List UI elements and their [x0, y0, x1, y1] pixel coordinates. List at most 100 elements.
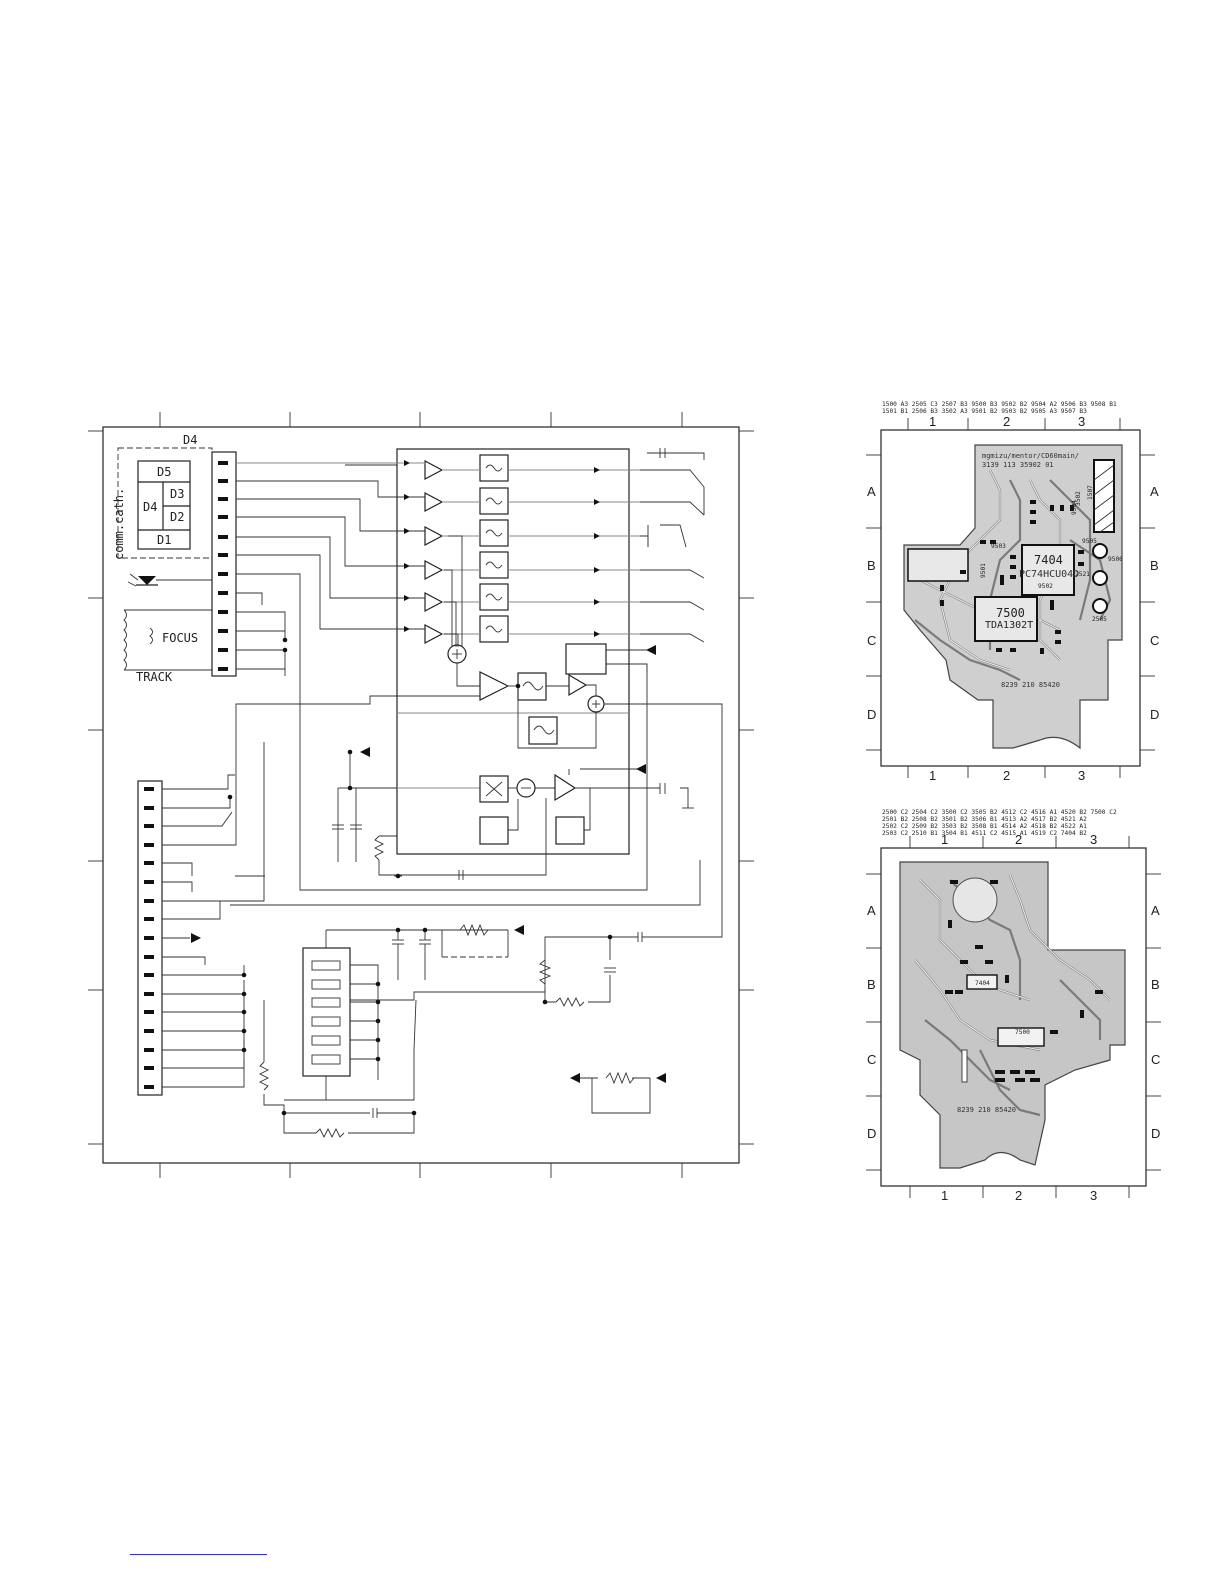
pcb-top-row-a-right: A: [1150, 484, 1159, 499]
track-label: TRACK: [136, 670, 173, 684]
pcb-top-comp-9503: 9503: [991, 543, 1006, 550]
pcb-top-frame: [880, 429, 1141, 767]
pcb-top-ic1: [1021, 544, 1075, 596]
pcb-bottom-pads: [945, 880, 1103, 1082]
pcb-top-row-c: C: [867, 633, 876, 648]
pcb-bottom-col-2: 2: [1015, 832, 1022, 847]
pcb-bottom-slot: [961, 1049, 968, 1083]
pcb-top-ic2-part: TDA1302T: [985, 620, 1033, 631]
bottom-underline: [130, 1554, 267, 1555]
pcb-bottom-col-1-bottom: 1: [941, 1188, 948, 1203]
pcb-bottom-hole: [952, 877, 998, 923]
pcb-top-part-number: 3139 113 35902 01: [982, 461, 1054, 469]
pcb-top-col-3-bottom: 3: [1078, 768, 1085, 783]
pcb-top-conn-ref: 1507: [1087, 485, 1094, 500]
pcb-bottom-col-1: 1: [941, 832, 948, 847]
pcb-top-comp-3502: 3502: [1075, 491, 1082, 506]
schematic-frame: [102, 426, 740, 1164]
pcb-bottom-ref-line1: 2500 C2 2504 C2 3500 C2 3505 B2 4512 C2 …: [882, 809, 1117, 816]
pcb-bottom-ticks: [866, 836, 1161, 1198]
laser-diode-icon: [138, 576, 156, 585]
frame-ticks: [88, 412, 754, 1178]
pcb-top-bottom-code: 8239 210 85420: [1001, 681, 1060, 689]
pcb-bottom-ic1: [966, 974, 998, 990]
diode-array: [137, 460, 191, 550]
pcb-top-col-1: 1: [929, 414, 936, 429]
pcb-top-row-d-right: D: [1150, 707, 1159, 722]
focus-label: FOCUS: [162, 631, 198, 645]
pcb-bottom-ref-line4: 2503 C2 2510 B1 3504 B1 4511 C2 4515 A1 …: [882, 830, 1087, 837]
pcb-top-row-a: A: [867, 484, 876, 499]
pcb-bottom-row-d-right: D: [1151, 1126, 1160, 1141]
input-amplifiers: [424, 460, 444, 644]
diode-d1: D1: [157, 533, 171, 547]
pcb-bottom-row-b: B: [867, 977, 876, 992]
focus-coil-icon: [149, 627, 153, 645]
pcb-top-comp-2505: 2505: [1092, 616, 1107, 623]
pcb-bottom-row-d: D: [867, 1126, 876, 1141]
pcb-bottom-ref-line3: 2502 C2 2509 B2 3503 B2 3508 B1 4514 A2 …: [882, 823, 1087, 830]
pcb-bottom-ic1-ref: 7404: [975, 980, 990, 987]
pcb-top-col-3: 3: [1078, 414, 1085, 429]
diode-d5: D5: [157, 465, 171, 479]
pcb-bottom-board: [899, 861, 1126, 1169]
pcb-top-ref-line1: 1500 A3 2505 C3 2507 B3 9500 B3 9502 B2 …: [882, 401, 1117, 408]
pcb-top-comp-9501: 9501: [980, 563, 987, 578]
pcb-bottom-row-b-right: B: [1151, 977, 1160, 992]
pcb-top-col-1-bottom: 1: [929, 768, 936, 783]
pcb-top-col-2: 2: [1003, 414, 1010, 429]
arrow-markers: [191, 460, 666, 1083]
pcb-bottom-col-3-bottom: 3: [1090, 1188, 1097, 1203]
diode-d3: D3: [170, 487, 184, 501]
pcb-bottom-row-a-right: A: [1151, 903, 1160, 918]
pcb-top-pads: [940, 500, 1084, 654]
wiring: [162, 448, 723, 1139]
comm-cathode-label: comm.cath.: [112, 488, 126, 560]
pcb-bottom-view: 2500 C2 2504 C2 3500 C2 3505 B2 4512 C2 …: [866, 809, 1161, 1203]
pcb-top-comp-9504: 9504: [1071, 500, 1078, 515]
pcb-top-row-b-right: B: [1150, 558, 1159, 573]
pcb-bottom-row-c-right: C: [1151, 1052, 1160, 1067]
pcb-bottom-frame: [880, 847, 1147, 1187]
pcb-bottom-col-2-bottom: 2: [1015, 1188, 1022, 1203]
pcb-top-ref-line2: 1501 B1 2506 B3 3502 A3 9501 B2 9503 B2 …: [882, 408, 1087, 415]
photodiode-block: D4 D5 D3 D4 D2 D1 comm.cath.: [112, 433, 213, 587]
pcb-top-col-2-bottom: 2: [1003, 768, 1010, 783]
pcb-top-ic2-ref: 7500: [996, 606, 1025, 620]
pcb-top-ic2: [974, 596, 1038, 642]
coil-block: FOCUS TRACK: [123, 609, 212, 684]
pcb-top-view: 1500 A3 2505 C3 2507 B3 9500 B3 9502 B2 …: [866, 401, 1159, 783]
pcb-top-ic1-part: PC74HCU04D: [1019, 569, 1079, 580]
pcb-top-connector: [1093, 459, 1115, 533]
pcb-top-crystal: [907, 548, 969, 582]
schematic: D4 D5 D3 D4 D2 D1 comm.cath. FOCUS: [88, 412, 754, 1178]
track-coil-icon: [123, 609, 127, 671]
pcb-top-comp-2521: 2521: [1075, 571, 1090, 578]
ic-signal-lines: [236, 462, 640, 789]
pcb-top-comp-9505: 9505: [1082, 538, 1097, 545]
pcb-bottom-col-3: 3: [1090, 832, 1097, 847]
filters: [479, 454, 509, 643]
pcb-top-row-b: B: [867, 558, 876, 573]
pcb-top-pots: [1092, 543, 1108, 614]
junction-dots: [227, 637, 613, 1116]
pcb-top-ic1-ref: 7404: [1034, 553, 1063, 567]
connector-top: [211, 451, 237, 677]
pcb-top-row-d: D: [867, 707, 876, 722]
pcb-top-path: mgmizu/mentor/CD60main/: [982, 452, 1079, 460]
pcb-bottom-ic2-ref: 7500: [1015, 1029, 1030, 1036]
pcb-bottom-row-c: C: [867, 1052, 876, 1067]
pcb-top-ticks: [866, 418, 1155, 778]
sensor-label: D4: [183, 433, 197, 447]
pcb-bottom-ref-line2: 2501 B2 2508 B2 3501 B2 3506 B1 4513 A2 …: [882, 816, 1087, 823]
pcb-top-comp-9506: 9506: [1108, 556, 1123, 563]
ic-outline: [396, 448, 630, 855]
connector-bottom: [137, 780, 163, 1096]
pcb-top-row-c-right: C: [1150, 633, 1159, 648]
pcb-top-comp-9502: 9502: [1038, 583, 1053, 590]
pcb-bottom-row-a: A: [867, 903, 876, 918]
diode-d4: D4: [143, 500, 157, 514]
pcb-bottom-ic2: [997, 1027, 1045, 1047]
diode-d2: D2: [170, 510, 184, 524]
